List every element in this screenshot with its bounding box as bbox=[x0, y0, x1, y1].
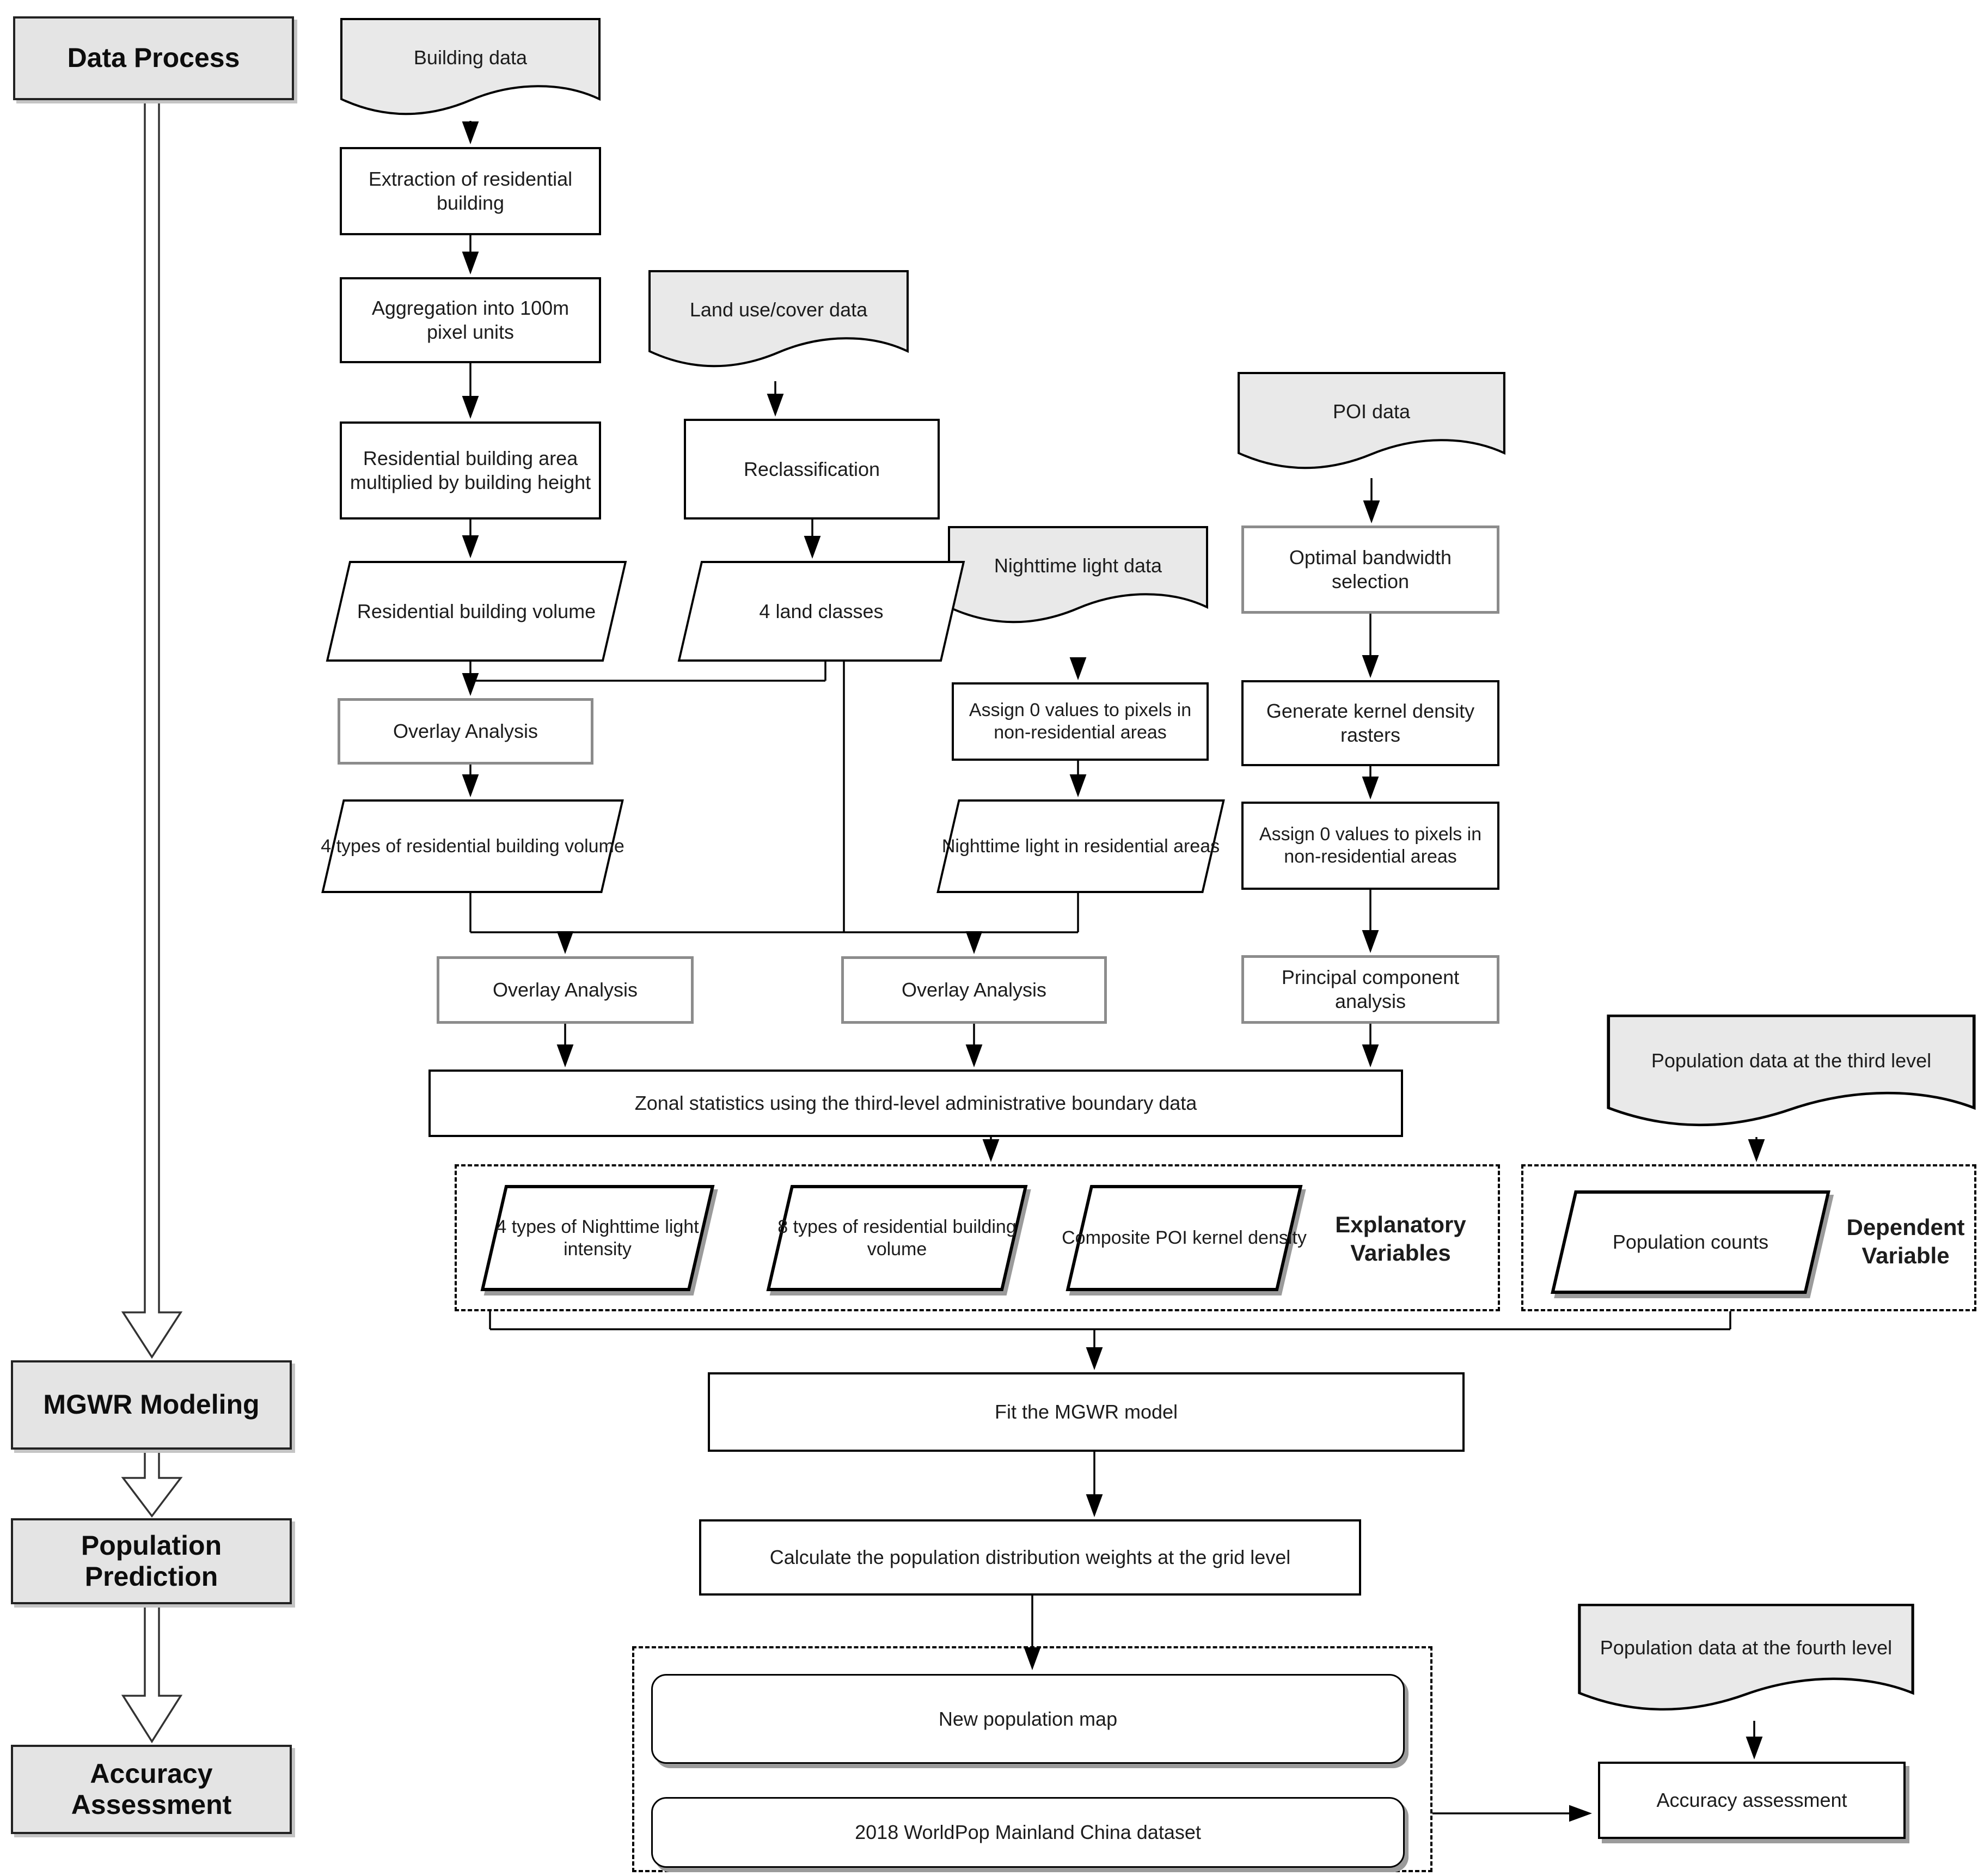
population-fourth-level-label: Population data at the fourth level bbox=[1600, 1636, 1893, 1659]
building-data-source: Building data bbox=[340, 17, 601, 126]
nighttime-light-data-source: Nighttime light data bbox=[947, 525, 1209, 634]
calculate-weights-step: Calculate the population distribution we… bbox=[699, 1519, 1361, 1596]
four-land-classes-output: 4 land classes bbox=[673, 561, 970, 662]
overlay-analysis-1: Overlay Analysis bbox=[338, 698, 593, 765]
explanatory-variables-label: Explanatory Variables bbox=[1335, 1211, 1466, 1266]
four-land-classes-label: 4 land classes bbox=[759, 600, 884, 622]
aggregation-step: Aggregation into 100m pixel units bbox=[340, 277, 601, 363]
stage-arrows bbox=[121, 99, 183, 1744]
land-use-data-source: Land use/cover data bbox=[648, 270, 909, 378]
four-types-ntl-intensity-var: 4 types of Nighttime light intensity bbox=[476, 1185, 719, 1291]
overlay-analysis-2: Overlay Analysis bbox=[437, 956, 694, 1024]
eight-types-rbv-var: 8 types of residential building volume bbox=[762, 1185, 1032, 1291]
stage-accuracy-assessment: Accuracy Assessment bbox=[11, 1745, 292, 1834]
dependent-variable-label: Dependent Variable bbox=[1846, 1214, 1965, 1269]
four-types-rbv-output: 4 types of residential building volume bbox=[316, 799, 629, 893]
res-building-volume-output: Residential building volume bbox=[321, 561, 632, 662]
stage-arrow-1 bbox=[121, 99, 183, 1359]
ntl-residential-output: Nighttime light in residential areas bbox=[931, 799, 1230, 893]
population-fourth-level-source: Population data at the fourth level bbox=[1577, 1603, 1915, 1723]
four-types-rbv-label: 4 types of residential building volume bbox=[321, 835, 624, 857]
population-third-level-label: Population data at the third level bbox=[1651, 1049, 1932, 1072]
assign-zero-poi-step: Assign 0 values to pixels in non-residen… bbox=[1241, 802, 1499, 890]
eight-types-rbv-label: 8 types of residential building volume bbox=[777, 1216, 1017, 1260]
population-third-level-source: Population data at the third level bbox=[1606, 1014, 1976, 1139]
nighttime-light-data-label: Nighttime light data bbox=[994, 554, 1162, 577]
dependent-variable-group bbox=[1521, 1164, 1976, 1311]
assign-zero-ntl-step: Assign 0 values to pixels in non-residen… bbox=[952, 682, 1209, 761]
population-counts-label: Population counts bbox=[1612, 1231, 1769, 1254]
accuracy-assessment-node: Accuracy assessment bbox=[1598, 1762, 1906, 1839]
poi-data-source: POI data bbox=[1237, 371, 1506, 480]
poi-data-label: POI data bbox=[1332, 400, 1411, 423]
population-counts-var: Population counts bbox=[1546, 1190, 1835, 1294]
extraction-step: Extraction of residential building bbox=[340, 147, 601, 235]
stage-arrow-2 bbox=[121, 1449, 183, 1518]
ntl-residential-label: Nighttime light in residential areas bbox=[941, 835, 1220, 857]
optimal-bandwidth-step: Optimal bandwidth selection bbox=[1241, 525, 1499, 614]
area-height-step: Residential building area multiplied by … bbox=[340, 421, 601, 520]
building-data-label: Building data bbox=[413, 46, 528, 69]
worldpop-dataset-node: 2018 WorldPop Mainland China dataset bbox=[651, 1797, 1405, 1868]
composite-poi-kernel-label: Composite POI kernel density bbox=[1062, 1227, 1307, 1249]
composite-poi-kernel-var: Composite POI kernel density bbox=[1062, 1185, 1307, 1291]
generate-kernel-step: Generate kernel density rasters bbox=[1241, 680, 1499, 766]
four-types-ntl-intensity-label: 4 types of Nighttime light intensity bbox=[496, 1216, 699, 1260]
pca-step: Principal component analysis bbox=[1241, 955, 1499, 1024]
stage-data-process: Data Process bbox=[13, 16, 294, 100]
explanatory-variables-group bbox=[455, 1164, 1500, 1311]
stage-mgwr-modeling: MGWR Modeling bbox=[11, 1360, 292, 1450]
stage-arrow-3 bbox=[121, 1603, 183, 1744]
new-population-map-node: New population map bbox=[651, 1674, 1405, 1764]
overlay-analysis-3: Overlay Analysis bbox=[841, 956, 1107, 1024]
land-use-data-label: Land use/cover data bbox=[689, 298, 868, 321]
res-building-volume-label: Residential building volume bbox=[357, 600, 596, 622]
stage-population-prediction: Population Prediction bbox=[11, 1518, 292, 1604]
zonal-statistics-step: Zonal statistics using the third-level a… bbox=[428, 1070, 1403, 1137]
reclassification-step: Reclassification bbox=[684, 419, 940, 520]
fit-mgwr-step: Fit the MGWR model bbox=[708, 1372, 1465, 1452]
